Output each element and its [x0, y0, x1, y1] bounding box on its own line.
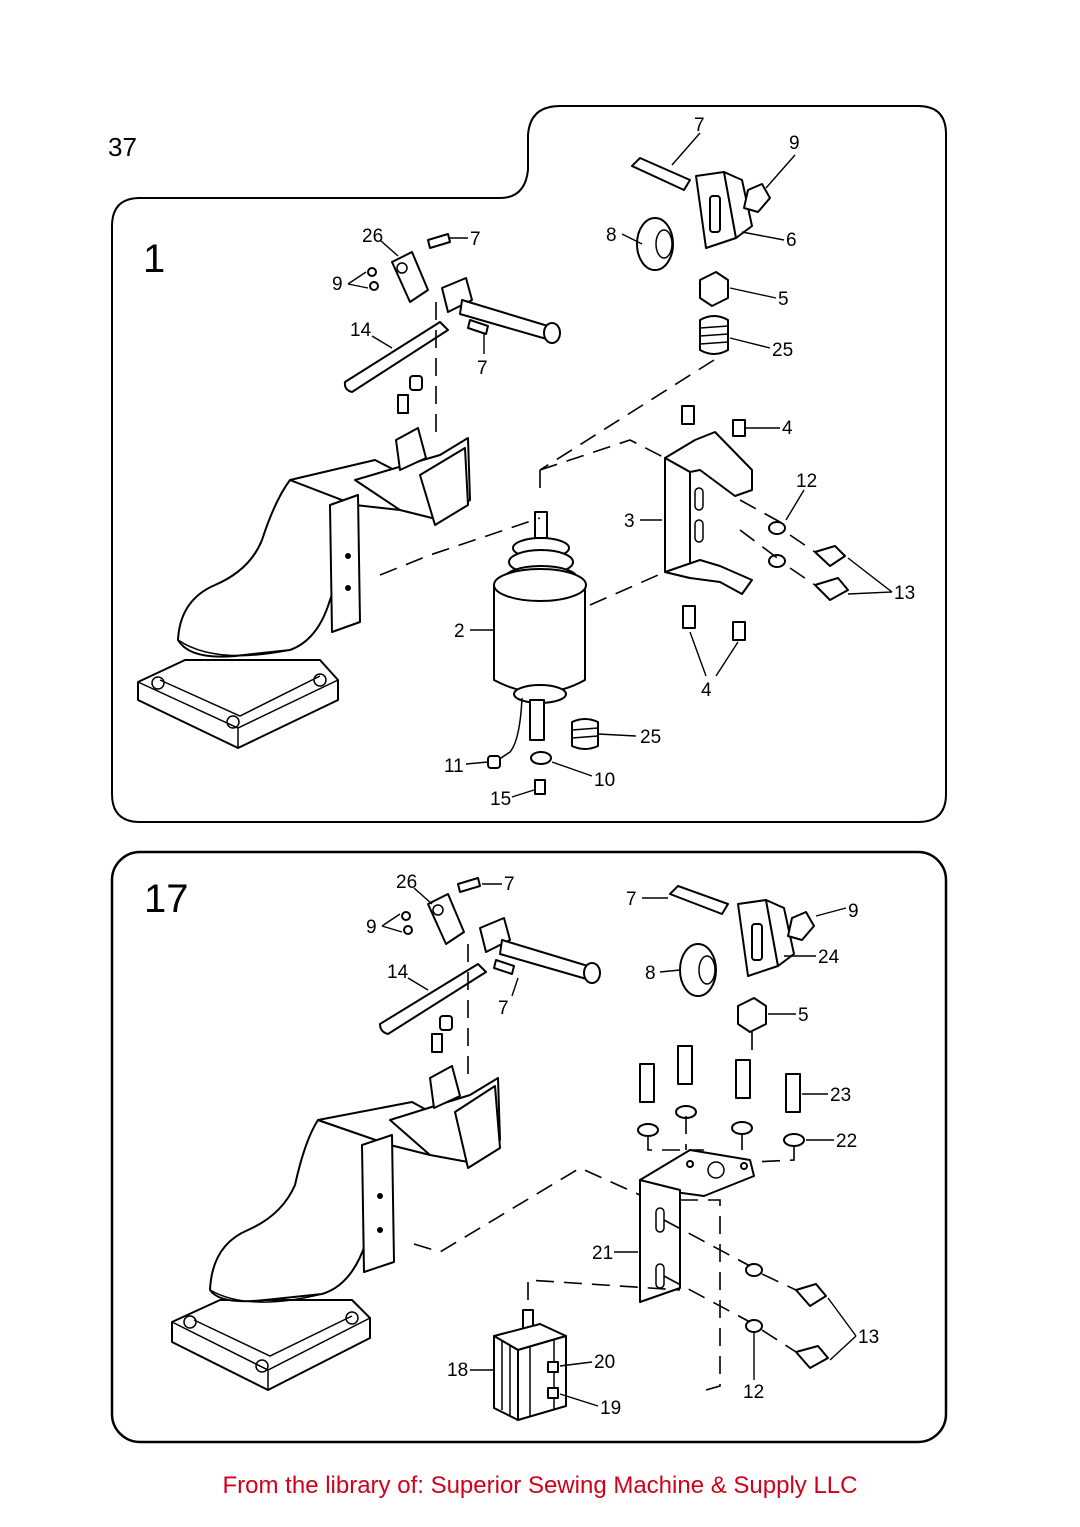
svg-text:15: 15: [490, 789, 511, 810]
solenoid-2: [487, 511, 599, 795]
svg-text:7: 7: [694, 115, 705, 136]
lever-assembly-1: [343, 233, 561, 393]
svg-text:7: 7: [504, 874, 515, 895]
air-cylinder-18: [493, 1309, 567, 1421]
assembly-path-1b: [379, 439, 666, 576]
arm-casting-1: [137, 394, 471, 749]
clevis-roller-1: [631, 157, 771, 355]
svg-text:8: 8: [645, 963, 656, 984]
page-number: 37: [108, 132, 137, 162]
svg-text:14: 14: [387, 962, 409, 983]
svg-text:23: 23: [830, 1085, 851, 1106]
assembly-path-17e: [663, 1219, 797, 1353]
assembly-path-1c: [539, 359, 715, 471]
svg-text:12: 12: [743, 1382, 764, 1403]
assembly-path-1d: [589, 571, 666, 606]
svg-text:5: 5: [798, 1005, 809, 1026]
bracket-3: [664, 405, 849, 641]
svg-text:25: 25: [640, 727, 661, 748]
svg-text:5: 5: [778, 289, 789, 310]
svg-text:22: 22: [836, 1131, 857, 1152]
svg-text:3: 3: [624, 511, 635, 532]
svg-text:26: 26: [396, 872, 417, 893]
callouts-panel-1: 7 9 8 6 5 25 26 7 9 14 7 4 12 3 13 2 4 2…: [332, 115, 915, 810]
svg-text:6: 6: [786, 230, 797, 251]
svg-text:9: 9: [848, 901, 859, 922]
library-footer: From the library of: Superior Sewing Mac…: [222, 1472, 858, 1499]
svg-text:18: 18: [447, 1360, 468, 1381]
svg-text:7: 7: [477, 358, 488, 379]
svg-text:12: 12: [796, 471, 817, 492]
callouts-panel-17: 26 7 7 9 9 24 8 14 7 5 23 22 21 13 20 18…: [366, 872, 879, 1419]
svg-text:9: 9: [366, 917, 377, 938]
panel-17-label: 17: [144, 877, 189, 921]
svg-text:7: 7: [470, 229, 481, 250]
svg-text:8: 8: [606, 225, 617, 246]
svg-text:10: 10: [594, 770, 615, 791]
arm-casting-17: [171, 1033, 501, 1391]
svg-text:9: 9: [789, 133, 800, 154]
svg-text:7: 7: [626, 889, 637, 910]
assembly-path-17b: [413, 1167, 641, 1253]
bracket-21: [639, 1149, 829, 1369]
svg-text:26: 26: [362, 226, 383, 247]
svg-text:7: 7: [498, 998, 509, 1019]
panel-17-frame: [110, 850, 948, 1444]
svg-text:21: 21: [592, 1243, 613, 1264]
svg-text:9: 9: [332, 274, 343, 295]
svg-text:20: 20: [594, 1352, 615, 1373]
panel-1-label: 1: [143, 237, 165, 281]
svg-text:14: 14: [350, 320, 372, 341]
svg-text:4: 4: [782, 418, 793, 439]
bolts-washers-17: [637, 1045, 805, 1147]
svg-text:19: 19: [600, 1398, 621, 1419]
lever-assembly-17: [379, 877, 601, 1035]
assembly-path-17d: [527, 1199, 721, 1391]
assembly-path-17c: [647, 1032, 795, 1163]
clevis-roller-17: [669, 885, 815, 1033]
svg-text:13: 13: [858, 1327, 879, 1348]
svg-text:25: 25: [772, 340, 793, 361]
svg-text:11: 11: [444, 756, 464, 777]
svg-text:13: 13: [894, 583, 915, 604]
svg-text:24: 24: [818, 947, 840, 968]
svg-text:4: 4: [701, 680, 712, 701]
svg-text:2: 2: [454, 621, 465, 642]
